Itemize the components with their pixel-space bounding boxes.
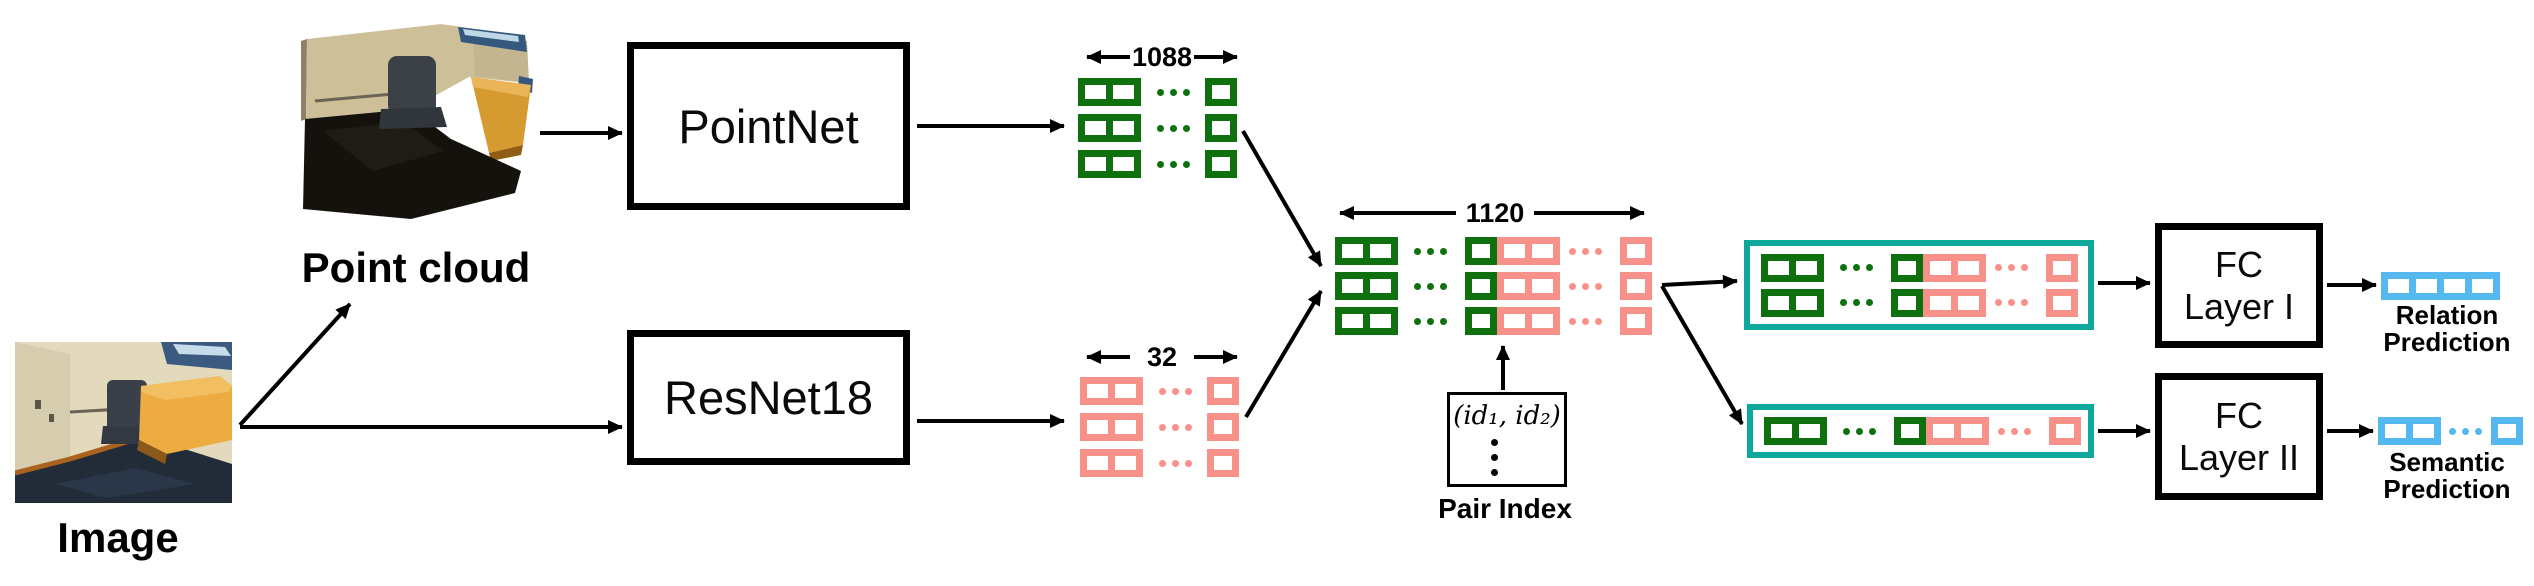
feature-cell (1465, 272, 1497, 300)
relation-label-line1: Relation (2395, 300, 2499, 330)
feature-cell-pair (1080, 449, 1143, 477)
feature-cell (1894, 417, 1926, 445)
arrow-fused-to-pairbox1 (1661, 274, 1738, 289)
ellipsis-dots (1159, 423, 1192, 431)
ellipsis-dots (1569, 247, 1602, 255)
ellipsis-dots (1414, 282, 1447, 290)
ellipsis-dots (1569, 282, 1602, 290)
feature-cell-pair (1761, 253, 1824, 282)
feature-cell-pair (1335, 272, 1398, 300)
relation-prediction-vector (2381, 272, 2500, 300)
feature-cell (2049, 417, 2081, 445)
point-feature-dim-label: 1088 (1131, 42, 1193, 72)
semantic-prediction-label: Semantic Prediction (2383, 449, 2510, 503)
ellipsis-dots (1569, 317, 1602, 325)
pair-index-label: Pair Index (1438, 493, 1572, 524)
feature-cell (1205, 150, 1237, 178)
feature-cell (1205, 78, 1237, 106)
pair-feature-box-semantic (1747, 404, 2094, 458)
vertical-ellipsis-dots (1450, 439, 1538, 476)
feature-cell-pair (1923, 253, 1986, 282)
feature-cell-pair (1335, 237, 1398, 265)
resnet-label: ResNet18 (664, 371, 873, 424)
fused-feature-grid (1335, 237, 1652, 335)
feature-cell-pair (1080, 377, 1143, 405)
feature-cell-pair (1078, 78, 1141, 106)
pair-index-box: (id₁, id₂) (1447, 392, 1567, 487)
feature-cell-pair (1335, 307, 1398, 335)
fc-layer-1-line2: Layer I (2183, 285, 2295, 327)
ellipsis-dots (1843, 427, 1876, 435)
semantic-label-line2: Prediction (2383, 474, 2511, 504)
feature-cell-pair (1078, 114, 1141, 142)
semantic-prediction-vector (2378, 417, 2523, 445)
feature-cell (2046, 288, 2078, 317)
ellipsis-dots (1157, 160, 1190, 168)
ellipsis-dots (1414, 317, 1447, 325)
feature-cell-pair (1761, 288, 1824, 317)
point-feature-grid (1078, 78, 1237, 178)
resnet-box: ResNet18 (627, 330, 910, 465)
ellipsis-dots (1840, 299, 1873, 306)
feature-cell (1207, 413, 1239, 441)
feature-cell (1891, 288, 1923, 317)
ellipsis-dots (2449, 427, 2482, 435)
feature-cell-pair (1497, 272, 1560, 300)
ellipsis-dots (1159, 459, 1192, 467)
image-feature-grid (1080, 377, 1239, 477)
feature-cell (1620, 307, 1652, 335)
ellipsis-dots (1159, 387, 1192, 395)
image-feature-dim-label: 32 (1146, 342, 1178, 372)
point-cloud-label: Point cloud (301, 244, 531, 291)
feature-cell-pair (1080, 413, 1143, 441)
feature-cell (1207, 449, 1239, 477)
pointnet-label: PointNet (678, 99, 859, 153)
pair-index-tuple: (id₁, id₂) (1453, 401, 1561, 431)
pointnet-box: PointNet (627, 42, 910, 210)
fused-feature-dim-label: 1120 (1465, 198, 1525, 228)
image-label: Image (57, 514, 179, 561)
feature-cell (1205, 114, 1237, 142)
feature-cell-pair (1926, 417, 1989, 445)
arrow-green-to-fused (1241, 129, 1323, 268)
fc-layer-1-box: FC Layer I (2155, 223, 2323, 348)
arrow-fused-to-pairbox2 (1660, 284, 1744, 426)
feature-cell-pair (1497, 307, 1560, 335)
feature-cell-pair (2378, 417, 2441, 445)
feature-cell (1465, 237, 1497, 265)
feature-cell-pair (1078, 150, 1141, 178)
relation-prediction-label: Relation Prediction (2383, 302, 2510, 356)
fc-layer-2-line2: Layer II (2178, 436, 2300, 478)
ellipsis-dots (1157, 88, 1190, 96)
image-thumbnail (15, 342, 232, 503)
ellipsis-dots (1840, 264, 1873, 271)
feature-cell (1620, 237, 1652, 265)
point-cloud-thumbnail (301, 24, 533, 219)
feature-cell (1465, 307, 1497, 335)
feature-cell-pair (1497, 237, 1560, 265)
fc-layer-2-line1: FC (2215, 394, 2263, 436)
ellipsis-dots (1414, 247, 1447, 255)
ellipsis-dots (1995, 264, 2028, 271)
ellipsis-dots (1995, 299, 2028, 306)
ellipsis-dots (1157, 124, 1190, 132)
semantic-label-line1: Semantic (2389, 447, 2505, 477)
feature-cell (2491, 417, 2523, 445)
arrow-image-to-pointcloud (238, 302, 352, 427)
feature-cell-pair (1764, 417, 1827, 445)
feature-cell-pair (1923, 288, 1986, 317)
ellipsis-dots (1998, 427, 2031, 435)
feature-cell (1620, 272, 1652, 300)
fc-layer-2-box: FC Layer II (2155, 373, 2323, 500)
relation-label-line2: Prediction (2383, 327, 2511, 357)
feature-cell (2046, 253, 2078, 282)
pair-feature-box-relation (1744, 240, 2094, 330)
fc-layer-1-line1: FC (2215, 243, 2263, 285)
arrow-pink-to-fused (1244, 289, 1323, 419)
feature-cell (1207, 377, 1239, 405)
feature-cell (1891, 253, 1923, 282)
